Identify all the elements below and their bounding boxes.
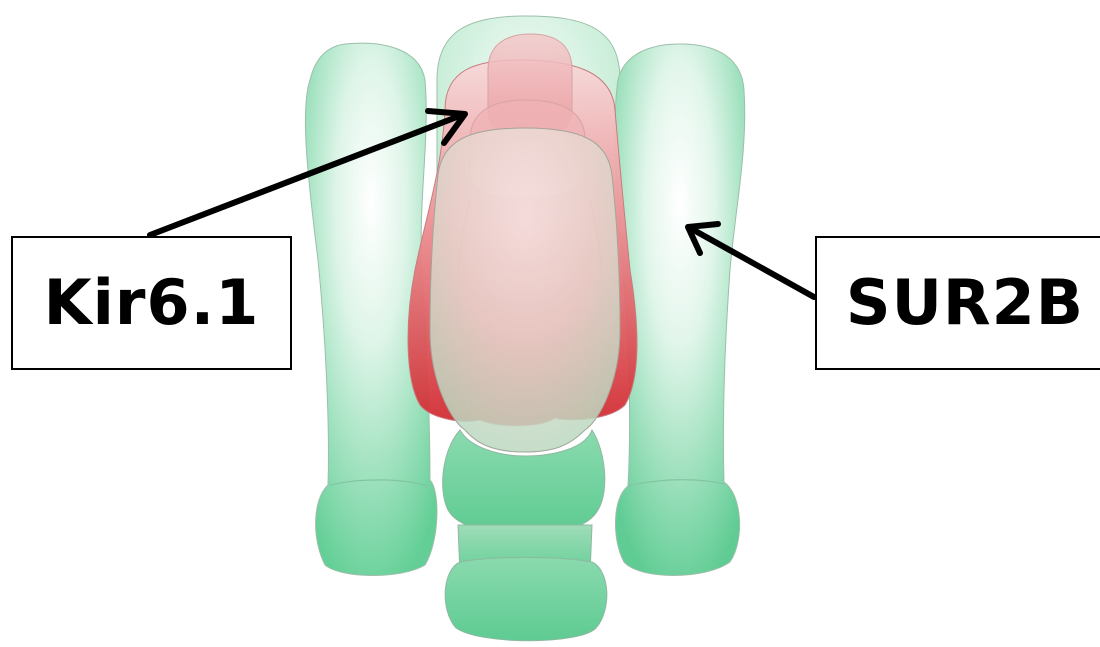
kir-label-box: Kir6.1 [11, 236, 292, 370]
sur-label: SUR2B [846, 272, 1084, 334]
sur-nbd-base [445, 558, 607, 641]
sur-label-box: SUR2B [815, 236, 1100, 370]
sur-subunit-front [430, 128, 620, 452]
kir-label: Kir6.1 [44, 272, 260, 334]
